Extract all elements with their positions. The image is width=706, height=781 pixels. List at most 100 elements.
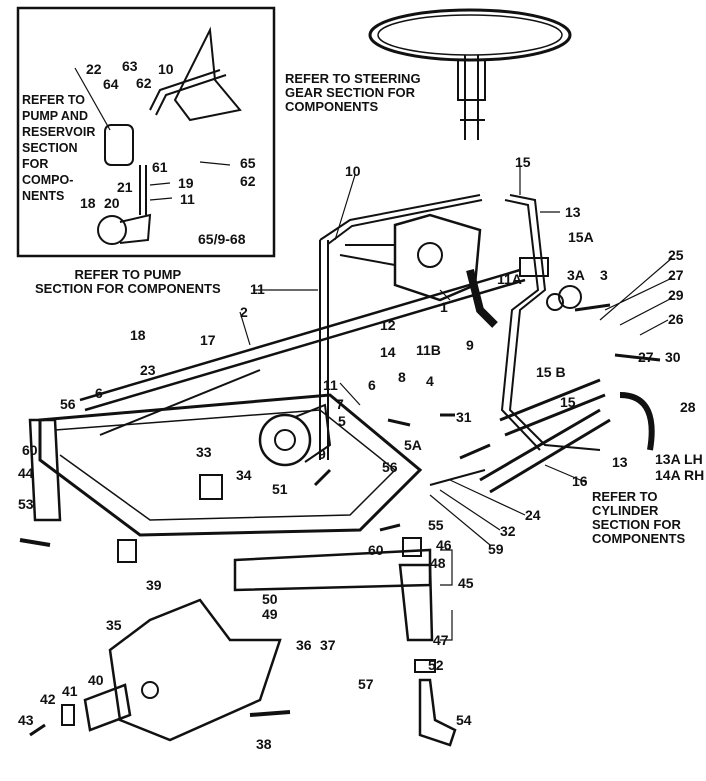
callout-10: 10: [345, 163, 361, 179]
callout-60: 60: [22, 442, 38, 458]
callout-11a: 11A: [497, 271, 522, 287]
callout-2: 2: [240, 304, 248, 320]
spindle-support-44: [28, 418, 62, 522]
callout-3a: 3A: [567, 267, 585, 283]
callout-41: 41: [62, 683, 78, 699]
drag-link-2: [79, 268, 526, 412]
callout-5: 5: [338, 413, 346, 429]
callout-16: 16: [572, 473, 588, 489]
inset-steering-gear: [173, 26, 242, 122]
callout-6: 6: [368, 377, 376, 393]
note-line: CYLINDER: [592, 503, 659, 518]
bolt-43: [29, 723, 46, 737]
pump-18: [258, 413, 312, 467]
callout-42: 42: [40, 691, 56, 707]
inset-figure-code: 65/9-68: [198, 231, 246, 247]
bushing-46: [402, 537, 422, 557]
bushing-39: [117, 539, 137, 563]
callout-23: 23: [140, 362, 156, 378]
hydraulic-line-13: [508, 194, 601, 451]
callout-15a: 15A: [568, 229, 594, 245]
cylinder-rod-2: [499, 378, 606, 437]
gear-arm: [339, 244, 396, 266]
callout-55: 55: [428, 517, 444, 533]
callout-60: 60: [368, 542, 384, 558]
bolts: [313, 303, 661, 532]
callout-56: 56: [382, 459, 398, 475]
callout-3: 3: [600, 267, 608, 283]
note-line: PUMP AND: [22, 109, 88, 123]
note-line: REFER TO: [592, 489, 658, 504]
steering-wheel: [368, 8, 572, 62]
inset-pump-body: [119, 213, 152, 244]
inset-pump: [97, 215, 127, 245]
callout-45: 45: [458, 575, 474, 591]
callout-56: 56: [60, 396, 76, 412]
pivot-bracket-35: [108, 598, 282, 742]
spindle-53: [19, 538, 51, 547]
callout-15: 15: [560, 394, 576, 410]
inset-leaders: [74, 67, 231, 201]
callout-12: 12: [380, 317, 396, 333]
callout-8: 8: [398, 369, 406, 385]
callout-39: 39: [146, 577, 162, 593]
note-line: COMPO-: [22, 173, 74, 187]
power-cylinder-16: [479, 408, 611, 494]
callout-17: 17: [200, 332, 216, 348]
callout-11: 11: [250, 281, 265, 297]
callout-27: 27: [638, 349, 654, 365]
note-line: COMPONENTS: [592, 531, 686, 546]
callout-1: 1: [440, 299, 448, 315]
note-line: GEAR SECTION FOR: [285, 85, 416, 100]
bracket-3: [558, 285, 582, 309]
note-line: REFER TO PUMP: [74, 267, 182, 282]
note-line: NENTS: [22, 189, 65, 203]
bushing-52: [414, 659, 436, 673]
steering-gear-box: [393, 213, 482, 302]
callout-33: 33: [196, 444, 212, 460]
inset-callout-62: 62: [136, 75, 152, 91]
hydraulic-lines-10-11: [319, 194, 483, 460]
callout-36: 36: [296, 637, 312, 653]
note-line: SECTION FOR COMPONENTS: [35, 281, 221, 296]
bolt-38: [249, 710, 291, 717]
inset-callout-61: 61: [152, 159, 168, 175]
inset-callout-11: 11: [180, 191, 195, 207]
washer-41: [61, 704, 75, 726]
callout-15: 15: [515, 154, 531, 170]
callout-9: 9: [466, 337, 474, 353]
callout-4: 4: [426, 373, 434, 389]
callout-13: 13: [612, 454, 628, 470]
bushing-3a: [546, 293, 564, 311]
callout-37: 37: [320, 637, 336, 653]
callout-14a-rh: 14A RH: [655, 467, 705, 483]
callout-54: 54: [456, 712, 472, 728]
note-line: REFER TO: [22, 93, 85, 107]
callout-6: 6: [95, 385, 103, 401]
note-line: FOR: [22, 157, 49, 171]
front-axle-23: [38, 393, 423, 537]
callout-35: 35: [106, 617, 122, 633]
note-line: REFER TO STEERING: [285, 71, 421, 86]
bushing-34: [199, 474, 223, 500]
callout-5a: 5A: [404, 437, 422, 453]
inset-callout-19: 19: [178, 175, 194, 191]
callout-46: 46: [436, 537, 452, 553]
callout-24: 24: [525, 507, 541, 523]
callout-11: 11: [323, 377, 338, 393]
callout-44: 44: [18, 465, 34, 481]
callout-13a-lh: 13A LH: [655, 451, 703, 467]
leader-lines: [239, 165, 673, 641]
callout-38: 38: [256, 736, 272, 752]
inset-callout-63: 63: [122, 58, 138, 74]
callout-52: 52: [428, 657, 444, 673]
note-line: COMPONENTS: [285, 99, 379, 114]
callout-14: 14: [380, 344, 396, 360]
callout-25: 25: [668, 247, 684, 263]
callout-57: 57: [358, 676, 374, 692]
